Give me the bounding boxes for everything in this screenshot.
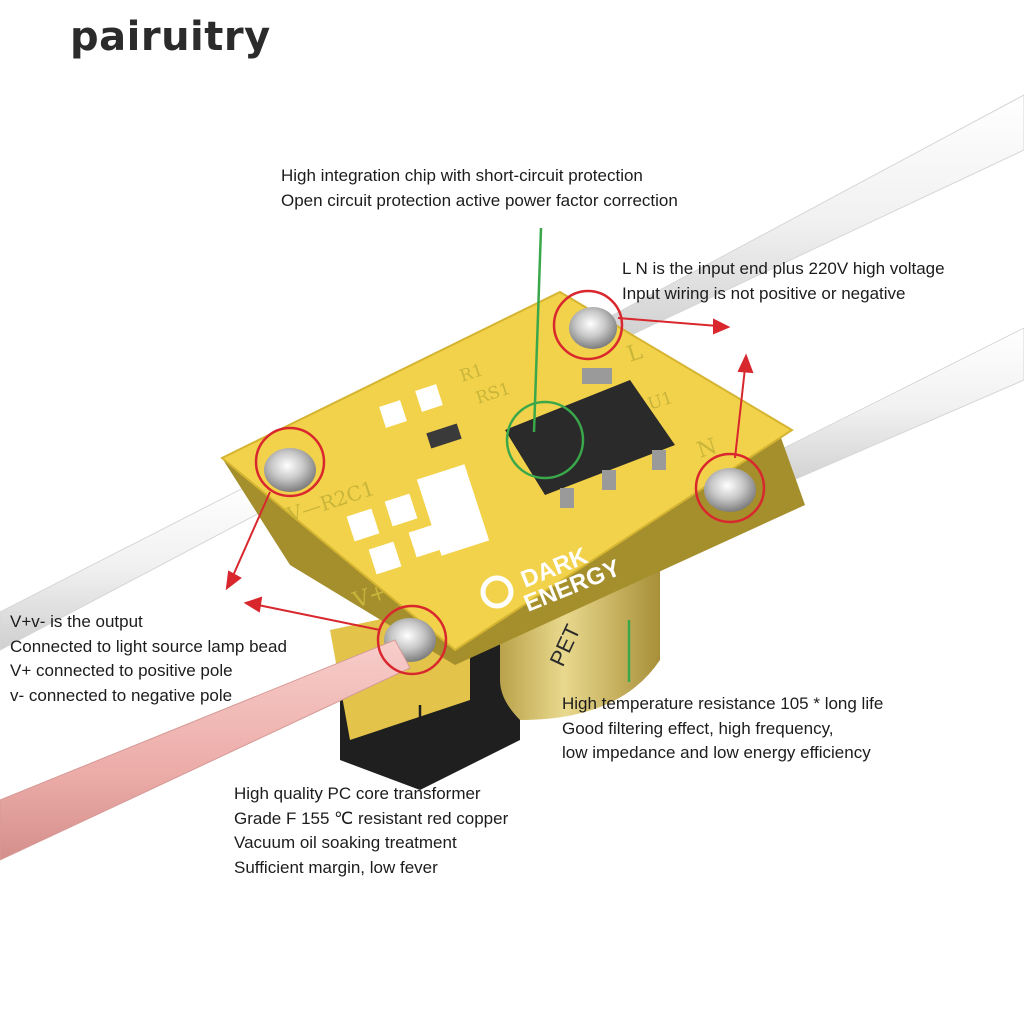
- chip-pin: [582, 368, 612, 384]
- pad: [384, 493, 418, 527]
- arrow-v-plus-head: [243, 596, 263, 613]
- callout-chip: High integration chip with short-circuit…: [281, 164, 678, 213]
- callout-line: L N is the input end plus 220V high volt…: [622, 259, 945, 278]
- callout-transformer: High quality PC core transformer Grade F…: [234, 782, 508, 880]
- wire-v-plus: [0, 639, 411, 861]
- callout-line: Input wiring is not positive or negative: [622, 283, 906, 303]
- pad: [368, 541, 402, 575]
- leader-chip: [532, 227, 543, 433]
- logo-ring: [480, 575, 514, 609]
- callout-line: High quality PC core transformer: [234, 784, 481, 803]
- pad: [415, 384, 443, 412]
- arrow-n-line: [734, 367, 746, 459]
- callout-line: High temperature resistance 105 * long l…: [562, 694, 884, 713]
- callout-line: Sufficient margin, low fever: [234, 857, 438, 877]
- highlight-circle-n: [694, 452, 766, 524]
- arrow-v-plus-line: [257, 604, 381, 631]
- ic-chip: [505, 380, 675, 495]
- solder-l: [569, 307, 617, 349]
- highlight-circle-v-plus: [376, 604, 448, 676]
- wire-l: [599, 94, 1024, 346]
- callout-line: High integration chip with short-circuit…: [281, 166, 643, 185]
- pad: [408, 524, 442, 558]
- arrow-v-minus-line: [231, 491, 271, 579]
- highlight-circle-l: [552, 289, 624, 361]
- resistor: [426, 423, 462, 449]
- callout-line: Open circuit protection active power fac…: [281, 190, 678, 210]
- callout-line: V+ connected to positive pole: [10, 661, 233, 680]
- callout-line: v- connected to negative pole: [10, 685, 233, 705]
- callout-line: Good filtering effect, high frequency,: [562, 718, 834, 738]
- solder-v-minus: [264, 448, 316, 492]
- arrow-v-minus-head: [225, 570, 242, 591]
- arrow-n-head: [737, 353, 754, 374]
- callout-output: V+v- is the output Connected to light so…: [10, 610, 287, 708]
- chip-pin: [652, 450, 666, 470]
- callout-input: L N is the input end plus 220V high volt…: [622, 257, 945, 306]
- arrow-l-line: [617, 317, 719, 327]
- callout-line: Vacuum oil soaking treatment: [234, 833, 457, 852]
- arrow-l-head: [713, 318, 731, 335]
- callout-line: V+v- is the output: [10, 612, 143, 631]
- wire-n: [759, 327, 1024, 489]
- brand-logo: pairuitry: [70, 14, 271, 60]
- solder-n: [704, 468, 756, 512]
- pad: [379, 400, 407, 428]
- callout-line: Connected to light source lamp bead: [10, 636, 287, 656]
- callout-capacitor: High temperature resistance 105 * long l…: [562, 692, 883, 766]
- callout-line: Grade F 155 ℃ resistant red copper: [234, 808, 509, 828]
- pad: [346, 508, 380, 542]
- chip-pin: [560, 488, 574, 508]
- pad-large: [416, 464, 490, 556]
- callout-line: low impedance and low energy efficiency: [562, 743, 871, 762]
- highlight-circle-chip: [505, 400, 585, 480]
- chip-pin: [602, 470, 616, 490]
- highlight-circle-v-minus: [254, 426, 326, 498]
